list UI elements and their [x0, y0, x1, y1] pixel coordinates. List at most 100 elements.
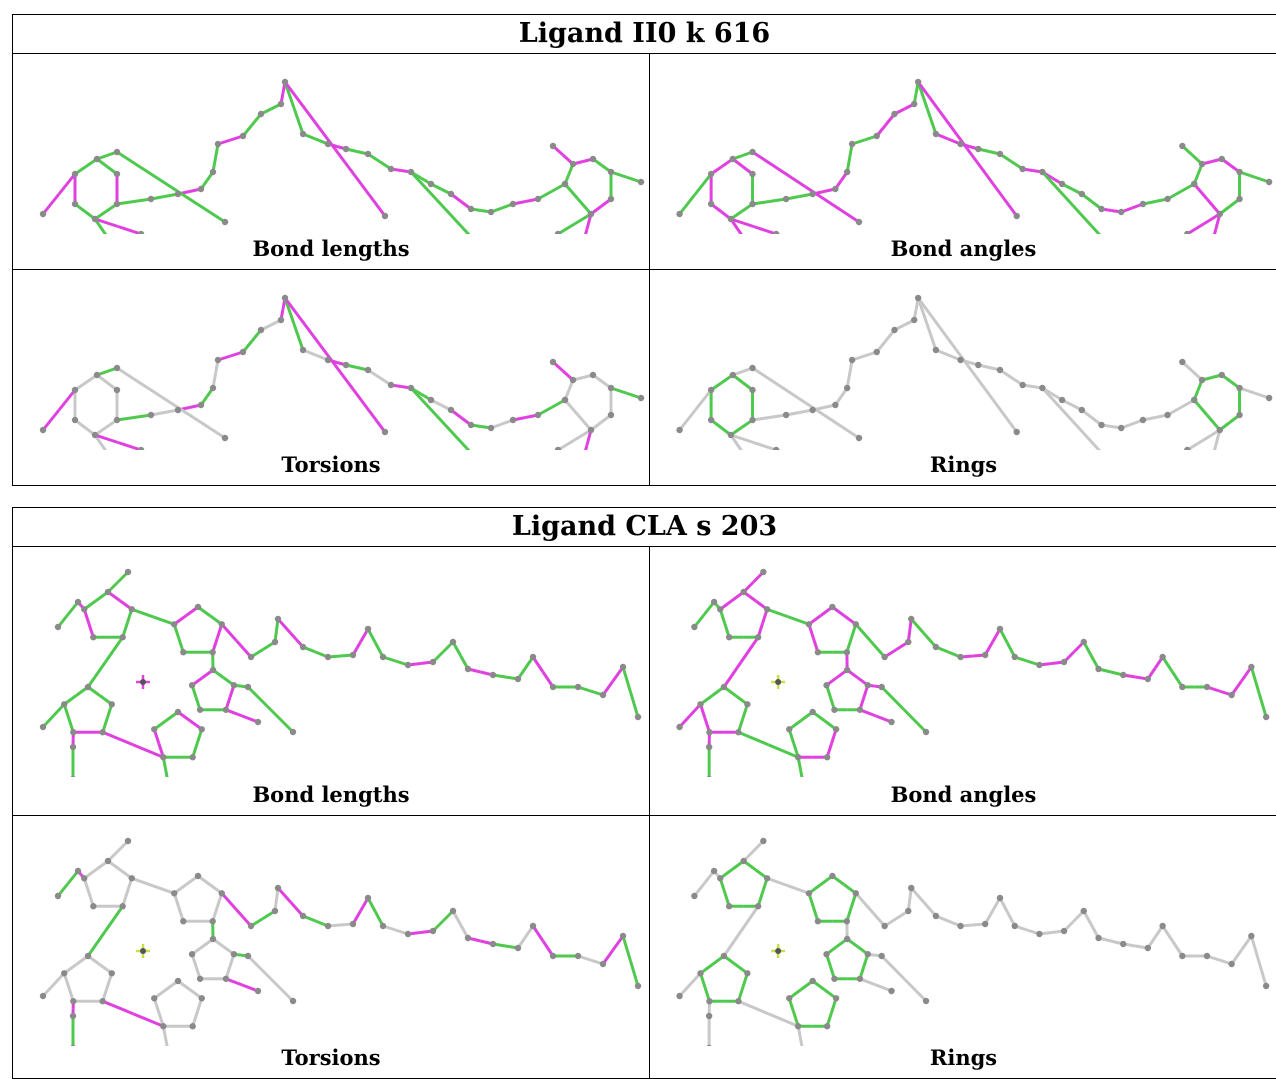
atom: [151, 726, 157, 732]
atom: [380, 923, 386, 929]
atom: [365, 367, 371, 373]
atom: [833, 995, 839, 1001]
atom: [691, 893, 697, 899]
atom: [1179, 684, 1185, 690]
atom: [171, 621, 177, 627]
atom: [515, 676, 521, 682]
atom: [365, 151, 371, 157]
atom: [90, 634, 96, 640]
metal-center: [771, 944, 785, 958]
atom: [189, 1023, 195, 1029]
atom: [874, 349, 880, 355]
atom: [570, 161, 576, 167]
atom: [278, 317, 284, 323]
atom: [888, 719, 894, 725]
atom: [550, 143, 556, 149]
atom: [997, 895, 1003, 901]
atom: [272, 908, 278, 914]
panel-caption: Bond lengths: [13, 782, 649, 807]
panel-row-top: Bond lengths Bond angles: [13, 54, 1276, 270]
bond: [153, 617, 174, 625]
atom: [365, 626, 371, 632]
atom: [608, 196, 614, 202]
atom: [450, 908, 456, 914]
atom: [740, 589, 746, 595]
atom: [1236, 412, 1242, 418]
atom: [215, 357, 221, 363]
atom: [1036, 662, 1042, 668]
atom: [933, 131, 939, 137]
atom: [849, 141, 855, 147]
atom: [1179, 359, 1185, 365]
atom: [99, 729, 105, 735]
panel-caption: Torsions: [13, 1045, 649, 1070]
atom: [105, 858, 111, 864]
atom: [608, 412, 614, 418]
atom: [114, 149, 120, 155]
bond: [882, 687, 904, 710]
bond: [88, 662, 105, 687]
panel-row-top: Bond lengths Bond angles: [13, 547, 1276, 816]
atom: [708, 387, 714, 393]
panel-rings: Rings: [650, 816, 1276, 1078]
atom: [248, 923, 254, 929]
atom: [853, 890, 859, 896]
atom: [730, 372, 736, 378]
atom: [1199, 377, 1205, 383]
atom: [92, 432, 98, 438]
bond: [695, 174, 711, 194]
bond: [623, 667, 631, 692]
atom: [1095, 666, 1101, 672]
bond: [271, 710, 294, 733]
bond: [767, 609, 788, 617]
atom: [388, 382, 394, 388]
atom: [717, 875, 723, 881]
atom: [1204, 953, 1210, 959]
atom: [189, 682, 195, 688]
atom: [245, 684, 251, 690]
atom: [114, 171, 120, 177]
atom: [975, 362, 981, 368]
atom: [1236, 385, 1242, 391]
bond: [680, 194, 696, 214]
atom: [465, 666, 471, 672]
atom: [881, 923, 887, 929]
atom: [72, 387, 78, 393]
atom: [1059, 397, 1065, 403]
bond: [248, 687, 271, 710]
atom: [905, 639, 911, 645]
atom: [744, 701, 750, 707]
atom: [488, 425, 494, 431]
atom: [300, 913, 306, 919]
bond: [1212, 229, 1216, 234]
atom: [550, 953, 556, 959]
atom: [215, 141, 221, 147]
atom: [180, 918, 186, 924]
panel-caption: Torsions: [13, 452, 649, 477]
atom: [764, 606, 770, 612]
atom: [1217, 211, 1223, 217]
atom: [853, 621, 859, 627]
atom: [844, 169, 850, 175]
atom: [726, 634, 732, 640]
atom: [832, 402, 838, 408]
atom: [891, 327, 897, 333]
atom: [620, 664, 626, 670]
atom: [764, 875, 770, 881]
atom: [711, 868, 717, 874]
bond: [117, 152, 171, 187]
atom: [1098, 206, 1104, 212]
atom: [786, 726, 792, 732]
panel-bond-angles: Bond angles: [650, 54, 1276, 269]
bond: [631, 692, 639, 717]
atom: [809, 407, 815, 413]
panel-bond-lengths: Bond lengths: [13, 547, 650, 815]
atom: [1179, 953, 1185, 959]
bond: [1259, 692, 1266, 717]
bond: [623, 936, 631, 961]
bond: [153, 886, 174, 894]
atom: [809, 709, 815, 715]
ligand-table-1: Ligand II0 k 616 Bond lengths Bond angle…: [12, 14, 1276, 486]
atom: [1039, 169, 1045, 175]
atom: [857, 976, 863, 982]
